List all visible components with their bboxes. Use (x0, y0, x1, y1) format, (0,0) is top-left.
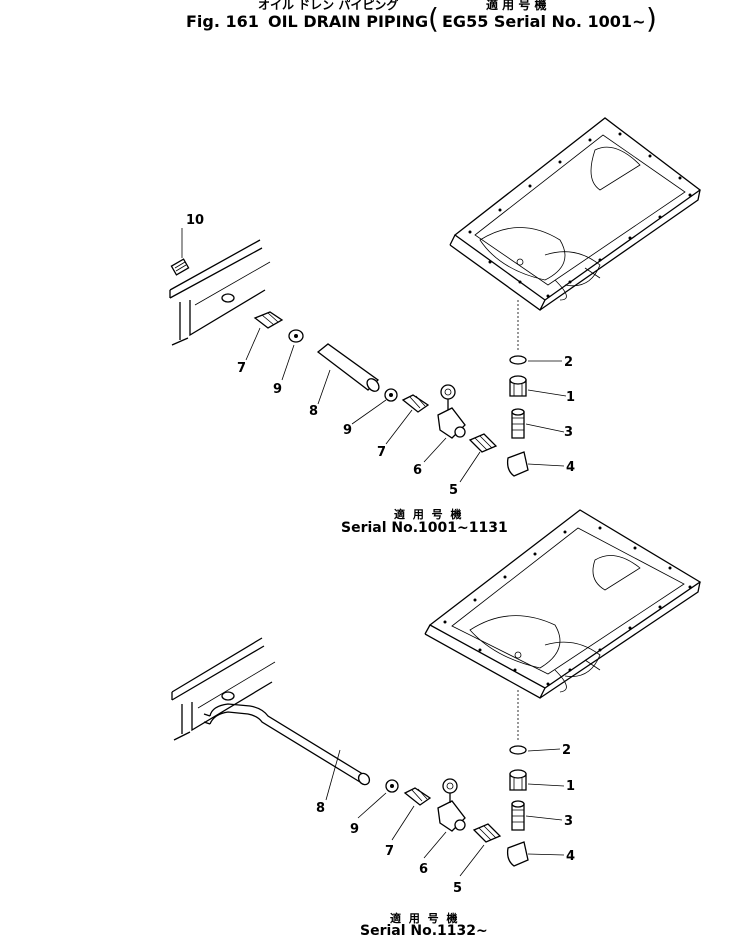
callout-3: 3 (564, 425, 573, 440)
title-jp: オイル ドレン パイピング (258, 0, 399, 12)
callout-2: 2 (564, 355, 573, 370)
part-9-nut-lower (385, 779, 399, 793)
callout-8: 8 (309, 404, 318, 419)
model-bracket-open: ( (428, 2, 439, 35)
part-1-drain-plug-lower (509, 769, 527, 791)
upper-callouts: 10 7 9 8 9 7 6 5 2 1 3 4 (186, 213, 575, 498)
upper-view: 10 7 9 8 9 7 6 5 2 1 3 4 (169, 117, 702, 498)
lower-serial-range: Serial No.1132~ (360, 923, 488, 939)
upper-serial-range: Serial No.1001~1131 (341, 520, 508, 536)
callout-9-lower: 9 (350, 822, 359, 837)
lower-serial-jp: 適 用 号 機 (390, 912, 460, 925)
figure-title: OIL DRAIN PIPING (268, 12, 429, 31)
model-serial: EG55 Serial No. 1001~ (442, 12, 646, 31)
callout-6-lower: 6 (419, 862, 428, 877)
callout-7: 7 (237, 361, 246, 376)
callout-9b: 9 (343, 423, 352, 438)
part-8-pipe-lower (203, 703, 371, 786)
lower-leader-lines (325, 748, 565, 877)
upper-serial-jp: 適 用 号 機 (394, 508, 464, 521)
callout-8-lower: 8 (316, 801, 325, 816)
part-3-nipple-upper (511, 408, 525, 439)
part-2-gasket-lower (509, 745, 527, 755)
part-8-hose-upper (316, 343, 380, 392)
callout-2-lower: 2 (562, 743, 571, 758)
callout-5-lower: 5 (453, 881, 462, 896)
callout-9: 9 (273, 382, 282, 397)
part-4-cap-lower (506, 841, 529, 867)
part-1-drain-plug-upper (509, 375, 527, 397)
part-6-valve-upper (437, 384, 466, 439)
part-3-nipple-lower (511, 800, 525, 831)
callout-5: 5 (449, 483, 458, 498)
part-5-nipple-lower (472, 823, 502, 843)
callout-7b: 7 (377, 445, 386, 460)
figure-number: Fig. 161 (186, 12, 259, 31)
callout-4: 4 (566, 460, 575, 475)
callout-6: 6 (413, 463, 422, 478)
callout-1-lower: 1 (566, 779, 575, 794)
lower-callouts: 8 9 7 6 5 2 1 3 4 (316, 743, 575, 896)
part-7-connector-right (401, 394, 430, 413)
model-bracket-close: ) (646, 2, 657, 35)
frame-rail-lower (171, 637, 276, 741)
oil-pan-upper (449, 117, 702, 311)
part-9-nut-left (288, 329, 304, 343)
part-4-cap-upper (506, 451, 529, 477)
callout-4-lower: 4 (566, 849, 575, 864)
part-9-nut-right (384, 388, 398, 402)
part-6-valve-lower (437, 778, 466, 832)
callout-10: 10 (186, 213, 204, 228)
part-7-connector-left (253, 311, 284, 329)
oil-pan-lower (424, 509, 702, 699)
callout-7-lower: 7 (385, 844, 394, 859)
callout-3-lower: 3 (564, 814, 573, 829)
part-10-plug (170, 258, 190, 276)
part-5-nipple-upper (468, 433, 498, 453)
upper-leader-lines (181, 228, 567, 483)
part-7-connector-lower (403, 787, 432, 806)
part-2-gasket-upper (509, 355, 527, 365)
callout-1: 1 (566, 390, 575, 405)
applicable-models-jp: 適 用 号 機 (486, 0, 547, 12)
frame-rail-upper (169, 239, 271, 346)
lower-view: 8 9 7 6 5 2 1 3 4 (171, 509, 702, 896)
